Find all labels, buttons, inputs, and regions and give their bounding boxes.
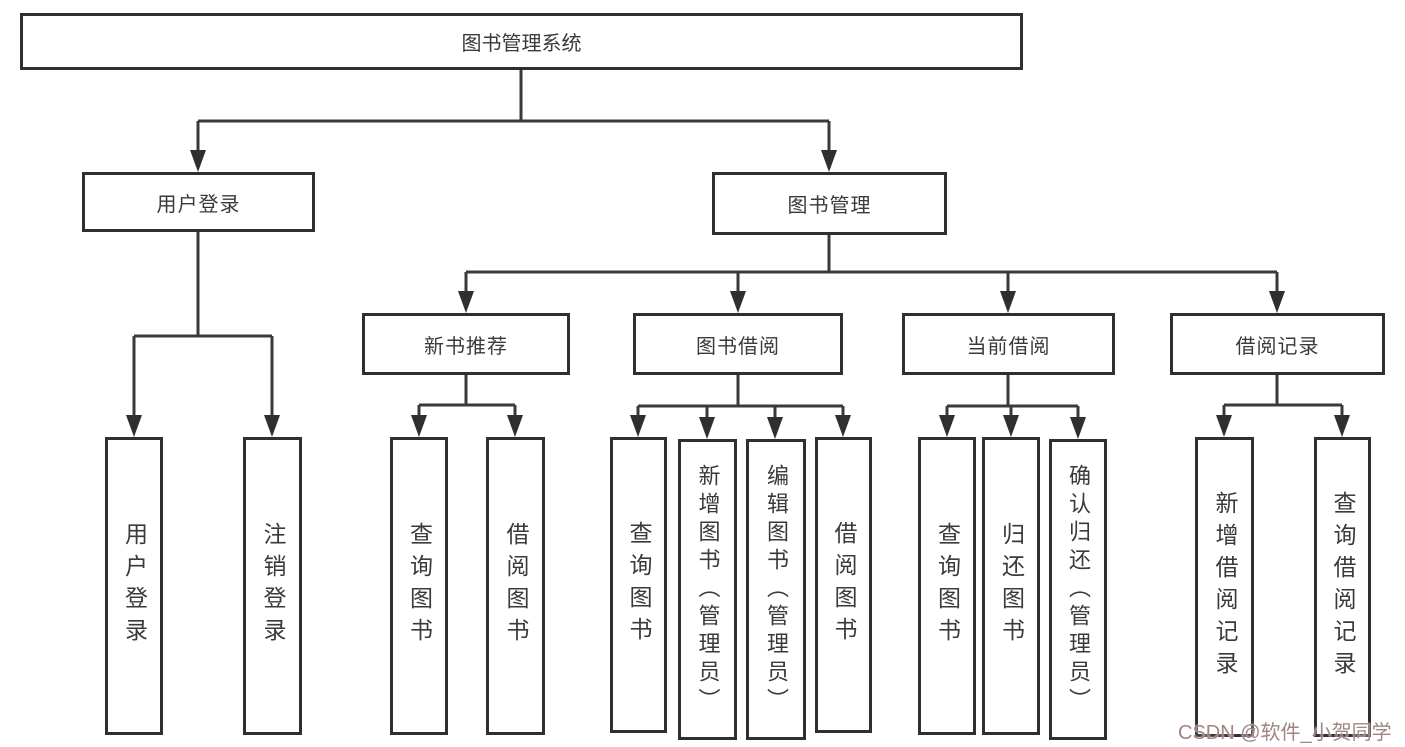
csdn-watermark: CSDN @软件_小贺同学: [1178, 722, 1392, 744]
leaf-add-borrow-record-label: 新增借阅记录: [1212, 491, 1238, 683]
node-book-management-label: 图书管理: [787, 195, 872, 217]
node-new-book-recommend-label: 新书推荐: [424, 335, 508, 358]
node-new-book-recommend: 新书推荐: [362, 313, 570, 375]
leaf-query-borrow-record-label: 查询借阅记录: [1330, 491, 1356, 683]
node-borrow-records: 借阅记录: [1170, 313, 1385, 375]
leaf-query-books-2: 查询图书: [610, 437, 667, 733]
leaf-logout-label: 注销登录: [260, 522, 286, 650]
leaf-query-books-3: 查询图书: [918, 437, 976, 735]
node-book-borrow-label: 图书借阅: [696, 335, 780, 358]
leaf-borrow-books-1-label: 借阅图书: [503, 522, 529, 650]
leaf-add-borrow-record: 新增借阅记录: [1195, 437, 1254, 737]
leaf-borrow-books-2-label: 借阅图书: [831, 521, 857, 649]
leaf-user-login-label: 用户登录: [121, 522, 148, 650]
arrowheads: [126, 150, 1350, 439]
leaf-confirm-return-admin: 确认归还（管理员）: [1049, 439, 1107, 740]
node-user-login-label: 用户登录: [156, 193, 241, 216]
node-current-borrow-label: 当前借阅: [966, 335, 1051, 358]
node-borrow-records-label: 借阅记录: [1235, 335, 1320, 358]
leaf-edit-books-admin-label: 编辑图书（管理员）: [764, 463, 789, 716]
leaf-query-books-3-label: 查询图书: [934, 522, 961, 650]
leaf-logout: 注销登录: [243, 437, 302, 735]
leaf-query-books-1: 查询图书: [390, 437, 448, 735]
leaf-add-books-admin: 新增图书（管理员）: [678, 439, 737, 740]
leaf-query-borrow-record: 查询借阅记录: [1314, 437, 1371, 737]
leaf-query-books-2-label: 查询图书: [626, 521, 652, 649]
leaf-return-books: 归还图书: [982, 437, 1040, 735]
node-user-login: 用户登录: [82, 172, 315, 232]
leaf-add-books-admin-label: 新增图书（管理员）: [695, 463, 721, 716]
node-root-library-system: 图书管理系统: [20, 13, 1023, 70]
node-book-borrow: 图书借阅: [633, 313, 843, 375]
node-book-management: 图书管理: [712, 172, 947, 235]
node-current-borrow: 当前借阅: [902, 313, 1115, 375]
leaf-user-login: 用户登录: [105, 437, 163, 735]
leaf-query-books-1-label: 查询图书: [406, 522, 433, 650]
node-root-label: 图书管理系统: [461, 33, 582, 55]
leaf-return-books-label: 归还图书: [998, 522, 1025, 650]
leaf-edit-books-admin: 编辑图书（管理员）: [746, 439, 806, 740]
leaf-borrow-books-2: 借阅图书: [815, 437, 872, 733]
leaf-confirm-return-admin-label: 确认归还（管理员）: [1066, 463, 1091, 716]
leaf-borrow-books-1: 借阅图书: [486, 437, 545, 735]
